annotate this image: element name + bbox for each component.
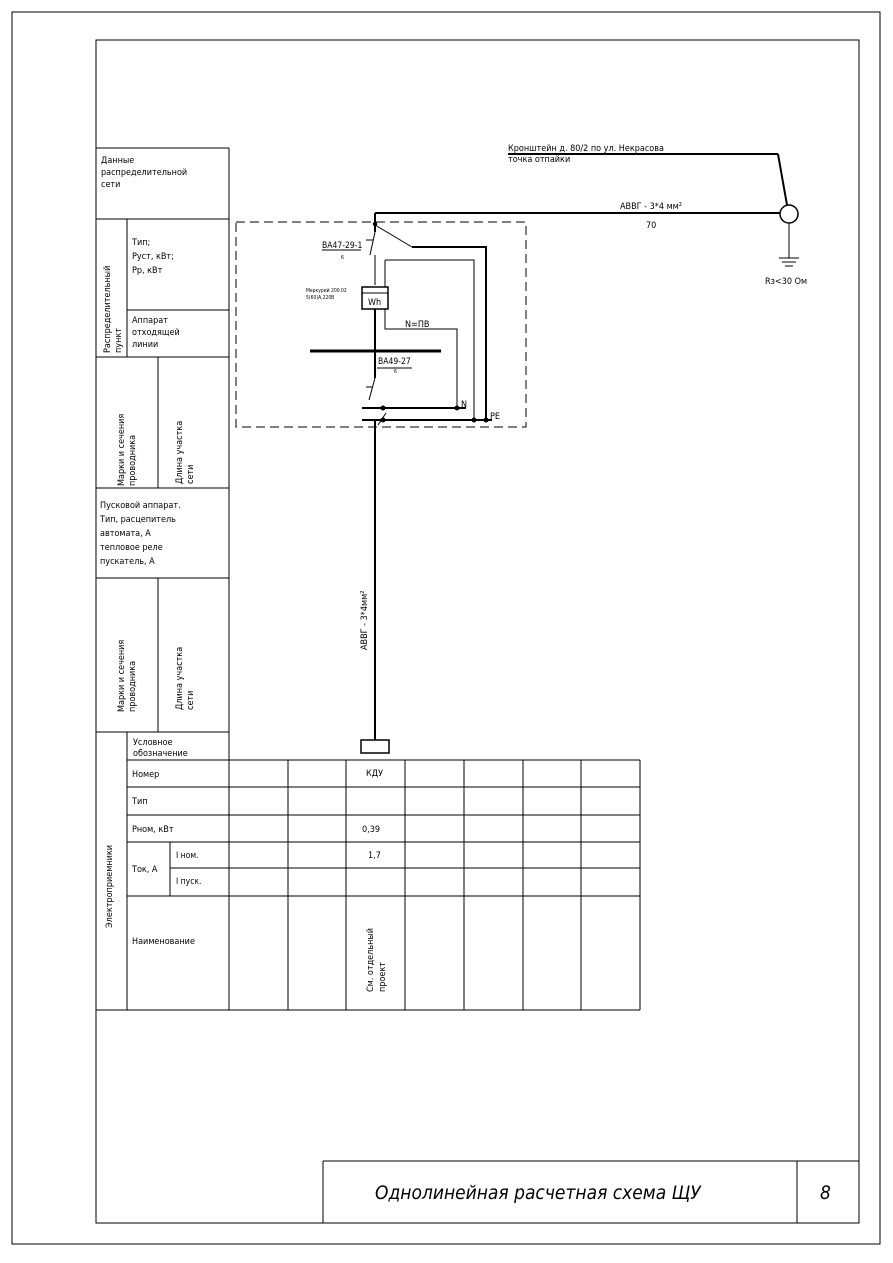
breaker-out-rating: 6 (394, 369, 397, 375)
earthing-symbol (779, 223, 799, 267)
row-label-istart: I пуск. (176, 877, 201, 887)
inner-drawing-frame (95, 39, 860, 1224)
network-length-label-2: Длина участкасети (175, 647, 196, 710)
meter-model: Меркурий 200.02 (306, 287, 347, 294)
row-label-inom: I ном. (176, 851, 199, 861)
tap-point-label: точка отпайки (508, 155, 570, 165)
consumer-table-grid (96, 759, 641, 1011)
consumer-number: КДУ (366, 769, 383, 779)
breaker-out-blade (368, 377, 376, 401)
receivers-label: Электроприемники (105, 845, 115, 928)
row-label-pnom: Рном, кВт (132, 825, 174, 835)
type-line-1: Тип; (131, 238, 150, 248)
bus-tap-tick (377, 412, 387, 426)
type-line-2: Руст, кВт; (132, 252, 174, 262)
left-column-table (96, 147, 230, 1010)
input-length-label: 70 (646, 221, 656, 231)
wire-brand-label-2: Марки и сеченияпроводника (117, 640, 138, 712)
breaker-in-rating: 6 (341, 255, 344, 261)
pe-bus-dot-3 (483, 417, 489, 423)
tap-node-symbol (779, 204, 799, 224)
meter-spec: 5(60)А,220В (306, 295, 334, 301)
network-length-label: Длина участкасети (175, 421, 196, 484)
phase-return-wire (385, 259, 475, 420)
pe-bus-label: PE (490, 412, 500, 422)
drawing-title: Однолинейная расчетная схема ЩУ (375, 1182, 702, 1204)
row-label-name: Наименование (132, 937, 195, 947)
n-bus-label: N (461, 400, 467, 410)
outer-sheet-border (11, 11, 881, 1245)
row-label-type: Тип (131, 797, 148, 807)
bracket-label: Кронштейн д. 80/2 по ул. Некрасова (508, 144, 664, 154)
output-cable-label: АВВГ - 3*4мм² (360, 591, 370, 650)
consumer-pnom: 0,39 (362, 825, 380, 835)
consumer-symbol (360, 739, 390, 754)
phase-diagonal (374, 224, 413, 248)
n-bus-dot-1 (380, 405, 386, 411)
wire-brand-label: Марки и сеченияпроводника (117, 414, 138, 486)
breaker-out-label: ВА49-27 (378, 357, 411, 367)
consumer-inom: 1,7 (368, 851, 381, 861)
breaker-in-label: ВА47-29-1 (322, 241, 362, 251)
type-line-3: Рр, кВт (132, 266, 163, 276)
distribution-point-label: Распределительныйпункт (103, 266, 124, 353)
n-bus-dot-2 (454, 405, 460, 411)
row-label-current: Ток, А (131, 865, 158, 875)
pe-return-wire (412, 246, 487, 420)
pe-bus-dot-2 (471, 417, 477, 423)
input-cable-label: АВВГ - 3*4 мм² (620, 202, 682, 212)
switchboard-dashed-enclosure (235, 221, 527, 428)
neutral-wire (384, 309, 458, 408)
title-block-frame (322, 1160, 859, 1223)
meter-symbol: Wh (368, 298, 381, 308)
sheet-number: 8 (820, 1182, 831, 1204)
earthing-label: Rз<30 Ом (765, 277, 807, 287)
n-pe-label: N=ПВ (405, 320, 430, 330)
row-label-number: Номер (132, 770, 159, 780)
drop-to-pole (777, 153, 788, 206)
type-power-label: Тип; Руст, кВт; Рр, кВт (131, 238, 174, 276)
breaker-in-blade (369, 231, 376, 256)
